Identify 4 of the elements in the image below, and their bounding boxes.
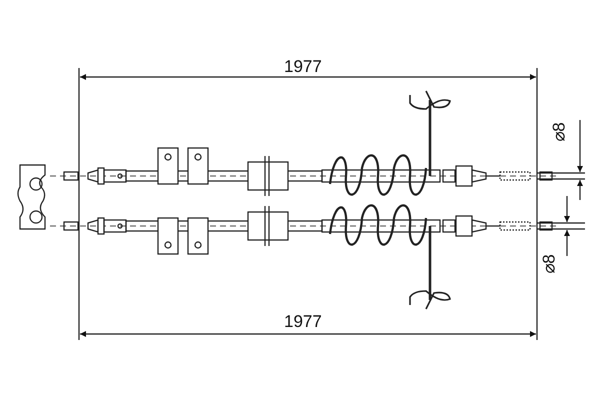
dimension-label: ⌀8 <box>540 254 559 274</box>
dimension-label: 1977 <box>284 313 322 331</box>
dimension-label: ⌀8 <box>550 122 569 142</box>
dimension-label: 1977 <box>284 58 322 76</box>
